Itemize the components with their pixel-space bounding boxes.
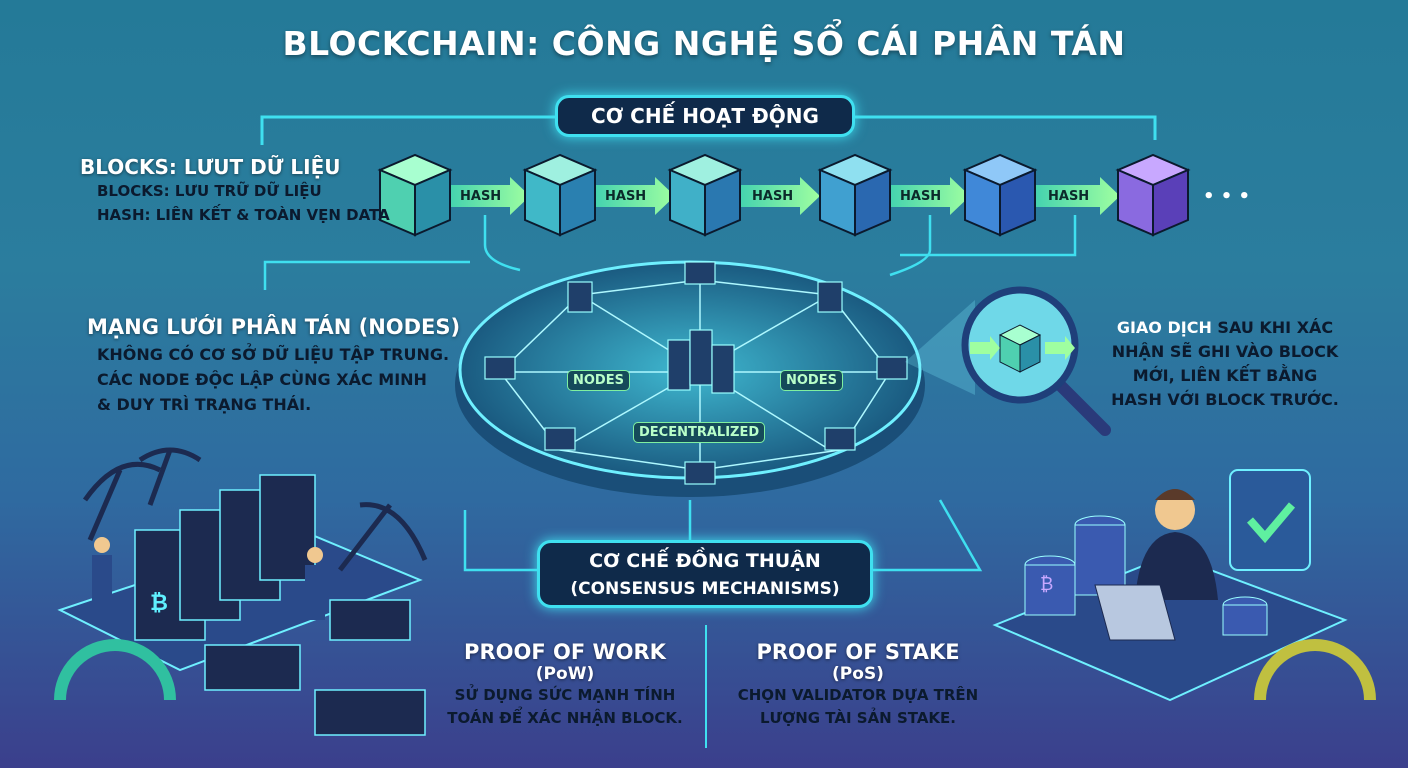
hash-label: HASH xyxy=(900,189,942,204)
bitcoin-icon: ₿ xyxy=(1040,574,1053,595)
connector-lines xyxy=(263,215,1077,572)
pow-title: PROOF OF WORK xyxy=(464,640,666,664)
nodes-label: NODES xyxy=(780,370,843,391)
blocks-line-1: BLOCKS: LƯU TRỮ DỮ LIỆU xyxy=(97,182,322,200)
blocks-heading: BLOCKS: LƯUT DỮ LIỆU xyxy=(80,155,341,179)
pow-line-2: TOÁN ĐỂ XÁC NHẬN BLOCK. xyxy=(447,709,683,727)
pow-line-1: SỬ DỤNG SỨC MẠNH TÍNH xyxy=(454,686,676,704)
nodes-label: NODES xyxy=(567,370,630,391)
pos-section: PROOF OF STAKE (PoS) CHỌN VALIDATOR DỰA … xyxy=(718,640,998,727)
transaction-text: GIAO DỊCH SAU KHI XÁC NHẬN SẼ GHI VÀO BL… xyxy=(1095,316,1355,412)
bitcoin-icon: ₿ xyxy=(150,591,168,616)
network-line-2: CÁC NODE ĐỘC LẬP CÙNG XÁC MINH xyxy=(97,370,427,389)
transaction-line-3: MỚI, LIÊN KẾT BẰNG xyxy=(1132,366,1318,385)
network-line-3: & DUY TRÌ TRẠNG THÁI. xyxy=(97,395,312,414)
transaction-highlight: GIAO DỊCH xyxy=(1116,318,1212,337)
transaction-line-2: NHẬN SẼ GHI VÀO BLOCK xyxy=(1111,342,1339,361)
blocks-line-2: HASH: LIÊN KẾT & TOÀN VẸN DATA xyxy=(97,206,390,224)
transaction-line-1: SAU KHI XÁC xyxy=(1211,318,1334,337)
screen-panel xyxy=(1229,469,1311,571)
magnifier-icon xyxy=(905,286,1111,436)
pow-abbr: (PoW) xyxy=(535,664,595,684)
network-heading: MẠNG LƯỚI PHÂN TÁN (NODES) xyxy=(87,315,461,339)
block-cube xyxy=(1115,153,1191,237)
block-cube xyxy=(667,153,743,237)
bracket-line xyxy=(260,115,1157,145)
network-line-1: KHÔNG CÓ CƠ SỞ DỮ LIỆU TẬP TRUNG. xyxy=(97,345,450,364)
gauge-icon xyxy=(1254,639,1376,701)
mining-farm-illustration: ₿ xyxy=(54,447,428,736)
more-blocks-ellipsis: • • • xyxy=(1203,186,1251,207)
consensus-line-1: CƠ CHẾ ĐỒNG THUẬN xyxy=(589,550,821,572)
pos-title: PROOF OF STAKE xyxy=(756,640,960,664)
hash-label: HASH xyxy=(605,189,647,204)
pos-abbr: (PoS) xyxy=(832,664,884,684)
block-cube xyxy=(962,153,1038,237)
hash-label: HASH xyxy=(1048,189,1090,204)
decentralized-label: DECENTRALIZED xyxy=(633,422,766,443)
node-computers xyxy=(484,261,908,485)
consensus-label: CƠ CHẾ ĐỒNG THUẬN (CONSENSUS MECHANISMS) xyxy=(537,540,873,608)
pow-section: PROOF OF WORK (PoW) SỬ DỤNG SỨC MẠNH TÍN… xyxy=(425,640,705,727)
hash-arrows xyxy=(445,177,1120,215)
pos-line-1: CHỌN VALIDATOR DỰA TRÊN xyxy=(737,686,979,704)
block-cube xyxy=(522,153,598,237)
block-chain xyxy=(377,153,1191,237)
staking-illustration: ₿ xyxy=(992,469,1376,702)
pos-line-2: LƯỢNG TÀI SẢN STAKE. xyxy=(760,709,956,727)
transaction-line-4: HASH VỚI BLOCK TRƯỚC. xyxy=(1111,390,1339,409)
block-cube xyxy=(377,153,453,237)
page-title: BLOCKCHAIN: CÔNG NGHỆ SỔ CÁI PHÂN TÁN xyxy=(282,24,1126,63)
hash-label: HASH xyxy=(752,189,794,204)
check-icon xyxy=(1247,502,1296,544)
block-cube xyxy=(817,153,893,237)
mechanism-label: CƠ CHẾ HOẠT ĐỘNG xyxy=(555,95,855,137)
consensus-line-2: (CONSENSUS MECHANISMS) xyxy=(570,579,840,599)
gauge-icon xyxy=(54,639,176,701)
hash-label: HASH xyxy=(460,189,502,204)
